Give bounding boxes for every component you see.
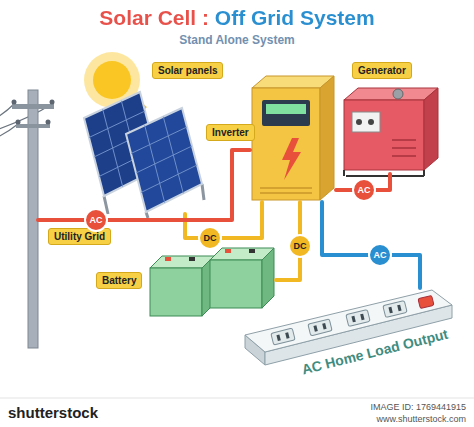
insulator: [16, 120, 21, 125]
inverter-screen: [266, 104, 306, 114]
power-line: [0, 124, 18, 138]
battery-terminal: [165, 257, 171, 261]
component: Inverter: [250, 74, 336, 202]
watermark-url: www.shutterstock.com: [376, 413, 466, 425]
generator: [344, 88, 438, 176]
socket: [383, 301, 407, 318]
generator-frame: [344, 170, 424, 176]
component: Solar panels: [82, 80, 227, 214]
cross-arm: [16, 124, 50, 128]
component: AC Home Load Output: [240, 288, 455, 380]
fuel-cap: [393, 89, 403, 99]
battery-front: [210, 260, 262, 308]
generator-front: [344, 100, 424, 170]
subtitle: Stand Alone System: [0, 33, 474, 48]
cross-arm: [12, 104, 54, 109]
inverter-front: [252, 88, 320, 200]
socket: [346, 310, 370, 327]
current-type-badge: DC: [288, 234, 312, 258]
vent: [392, 140, 416, 156]
title: Solar Cell : Off Grid System: [99, 5, 374, 31]
insulator: [46, 120, 51, 125]
generator-side: [424, 88, 438, 170]
component-label: Battery: [96, 272, 142, 289]
sun-disc: [93, 61, 131, 99]
component-label: AC Home Load Output: [300, 326, 450, 378]
battery-terminal: [189, 257, 195, 261]
solar-panels: [84, 92, 204, 218]
component: Utility Grid: [28, 90, 38, 348]
footer-rule: [0, 398, 474, 399]
component-label: Generator: [352, 62, 412, 79]
footer-bar: [0, 398, 474, 427]
inverter-display: [262, 100, 310, 126]
batteries: [150, 248, 274, 316]
current-type-badge: AC: [84, 208, 108, 232]
solar-panel: [126, 108, 202, 212]
inverter: [252, 76, 334, 200]
battery-side: [262, 248, 274, 308]
insulator: [12, 100, 17, 105]
control-knob: [356, 119, 362, 125]
socket: [271, 328, 295, 345]
panel-grid: [131, 117, 197, 203]
component-label: Inverter: [206, 124, 255, 141]
switch: [418, 295, 434, 308]
wire: [322, 202, 420, 288]
power-line: [0, 104, 14, 118]
image-id: IMAGE ID: 1769441915: [370, 401, 466, 413]
wire: [38, 150, 250, 220]
current-type-badge: DC: [198, 226, 222, 250]
control-knob: [368, 119, 374, 125]
battery-terminal: [225, 249, 231, 253]
generator-top: [344, 88, 438, 100]
control-panel: [352, 112, 380, 132]
component: Battery: [145, 244, 276, 318]
battery-front: [150, 268, 202, 316]
component: Generator: [340, 84, 440, 174]
inverter-side: [320, 76, 334, 200]
current-type-badge: AC: [352, 178, 376, 202]
battery-terminal: [249, 249, 255, 253]
insulator: [50, 100, 55, 105]
socket: [308, 319, 332, 336]
watermark: shutterstock: [8, 404, 98, 422]
vent: [260, 188, 312, 193]
lightning-symbol: [282, 138, 301, 180]
component-label: Solar panels: [152, 62, 223, 79]
current-type-badge: AC: [368, 243, 392, 267]
